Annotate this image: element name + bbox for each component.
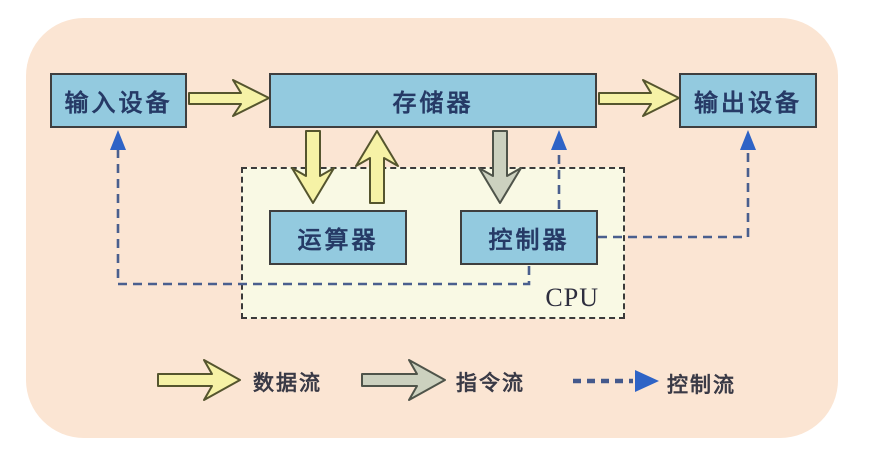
control-flow-line-control-to-input: [116, 150, 531, 286]
cpu-label: CPU: [545, 283, 599, 312]
legend-control-flow-arrowhead-icon: [635, 370, 659, 392]
legend-data-flow-label: 数据流: [253, 371, 322, 395]
legend-data-flow-arrow-icon: [157, 359, 241, 401]
control-unit-node: 控制器: [460, 210, 598, 265]
data-flow-arrow-memory-to-output: [598, 79, 680, 117]
control-unit-label: 控制器: [488, 228, 570, 254]
legend-instruction-flow-arrow-icon: [361, 359, 446, 401]
control-flow-arrowhead-output: [740, 130, 756, 150]
control-flow-arrowhead-input: [110, 130, 126, 150]
output-device-node: 输出设备: [679, 73, 817, 128]
data-flow-arrow-alu-to-memory: [355, 130, 399, 204]
input-device-label: 输入设备: [64, 91, 173, 117]
control-flow-arrowhead-memory: [551, 130, 567, 150]
alu-node: 运算器: [269, 210, 407, 265]
control-flow-line-control-to-output: [598, 150, 750, 239]
input-device-node: 输入设备: [50, 73, 187, 128]
memory-label: 存储器: [392, 91, 474, 117]
memory-node: 存储器: [269, 73, 597, 128]
instruction-flow-arrow-memory-to-control: [478, 130, 522, 204]
legend-control-flow-label: 控制流: [667, 373, 736, 397]
data-flow-arrow-memory-to-alu: [291, 130, 335, 204]
output-device-label: 输出设备: [694, 91, 802, 117]
alu-label: 运算器: [297, 228, 379, 254]
data-flow-arrow-input-to-memory: [188, 79, 270, 117]
legend-instruction-flow-label: 指令流: [456, 371, 525, 395]
